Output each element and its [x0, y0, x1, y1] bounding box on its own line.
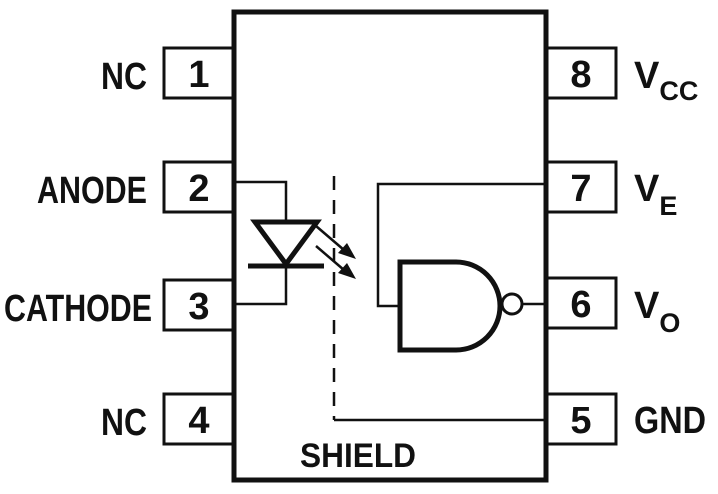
pin-7-box — [544, 160, 618, 214]
light-emission-arrows-icon — [315, 225, 356, 279]
pin-4-name: NC — [101, 402, 147, 444]
pin-8-name: VCC — [634, 55, 698, 106]
pin-8-name-main: V — [634, 55, 660, 97]
pin-7-name: VE — [634, 168, 677, 221]
package-body — [231, 9, 549, 483]
pin-8-name-subscript: CC — [659, 76, 698, 106]
nand-gate-output-bubble — [500, 292, 524, 316]
pin-6-number: 6 — [570, 284, 591, 326]
pin-2-name: ANODE — [37, 170, 147, 212]
pin-6-name-main: V — [634, 285, 660, 327]
pin-7-number: 7 — [570, 168, 591, 210]
anode-wire — [234, 180, 288, 222]
led-diode-triangle — [250, 219, 322, 269]
pin-8-box — [544, 46, 618, 100]
nand-gate-body — [397, 259, 503, 353]
pin-6-name: VO — [634, 285, 680, 338]
pin-4-box — [162, 392, 236, 446]
pin-8-number: 8 — [570, 54, 591, 96]
pin-7-name-subscript: E — [659, 191, 677, 221]
pin-1-box — [162, 46, 236, 100]
pin-3-number: 3 — [188, 286, 209, 328]
pin-4-number: 4 — [188, 400, 209, 442]
pin-5-number: 5 — [570, 400, 591, 442]
pin-1-number: 1 — [188, 54, 209, 96]
pin-1-name: NC — [101, 56, 147, 98]
shield-label: SHIELD — [300, 437, 416, 475]
pin-2-number: 2 — [188, 168, 209, 210]
pin-3-name: CATHODE — [4, 288, 152, 330]
cathode-wire — [234, 266, 288, 306]
ve-wire — [376, 182, 546, 308]
pin-2-box — [162, 160, 236, 214]
pin-7-name-main: V — [634, 168, 660, 210]
pin-6-name-subscript: O — [659, 308, 680, 338]
pin-5-name: GND — [634, 400, 706, 442]
